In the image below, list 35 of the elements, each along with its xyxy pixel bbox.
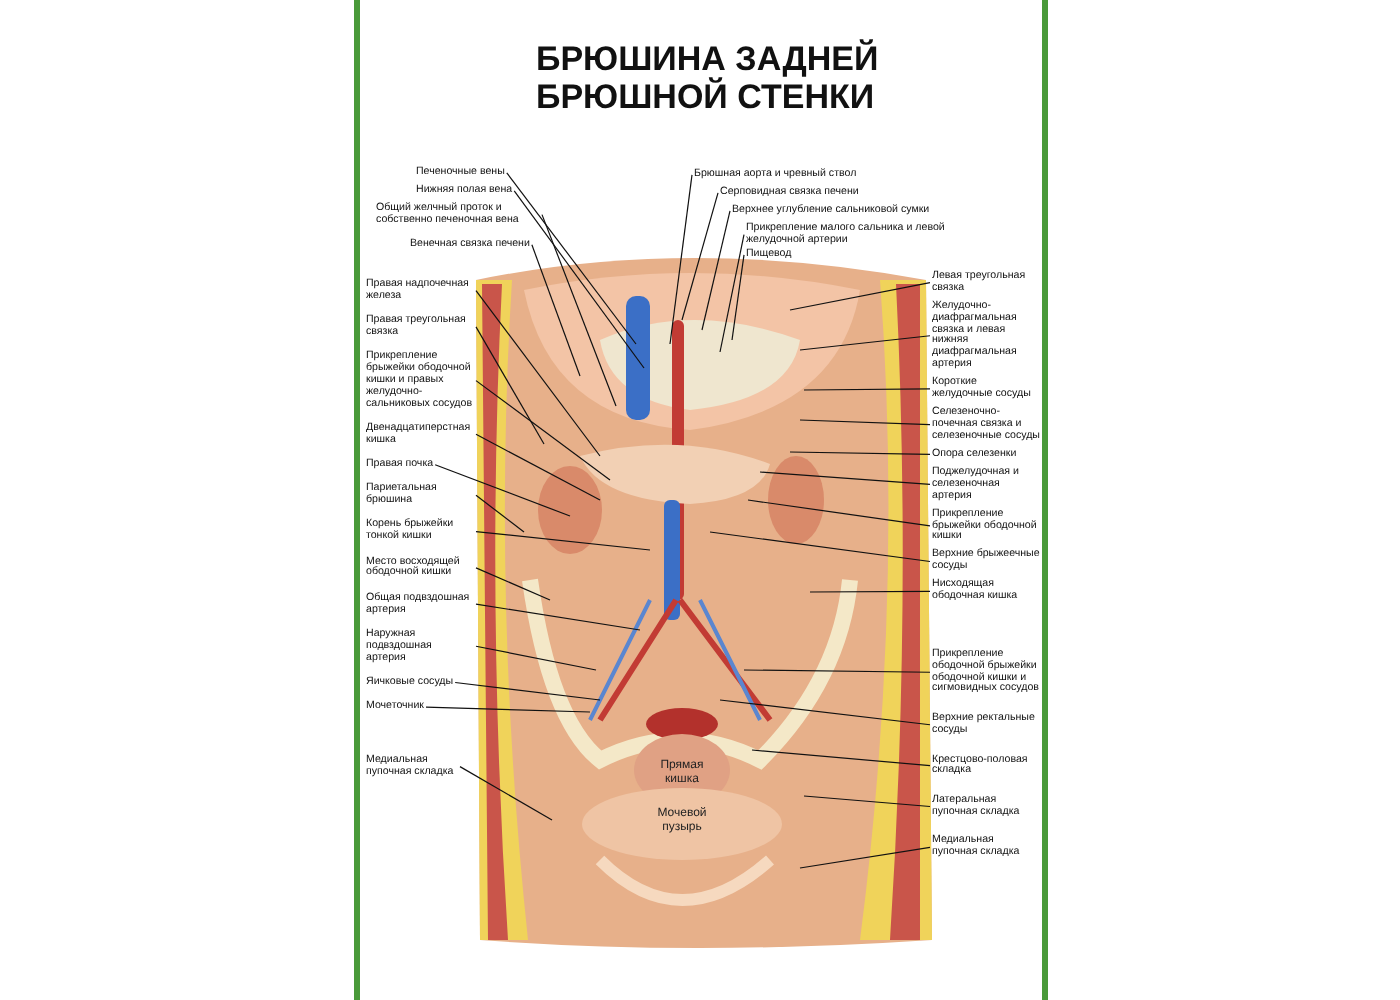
leader-line <box>475 645 597 671</box>
leader-line <box>731 254 745 341</box>
leader-line <box>475 290 601 457</box>
leader-line <box>709 531 931 563</box>
leader-line <box>803 795 931 808</box>
leader-line <box>425 706 591 713</box>
leader-line <box>434 464 571 517</box>
poster-title: БРЮШИНА ЗАДНЕЙ БРЮШНОЙ СТЕНКИ <box>536 40 881 116</box>
leader-line <box>475 530 651 551</box>
leader-line <box>475 433 601 501</box>
leader-line <box>803 388 931 391</box>
leader-line <box>799 846 931 869</box>
leader-line <box>475 380 611 481</box>
leader-line <box>799 419 931 426</box>
leader-line <box>719 699 931 726</box>
leader-line <box>743 669 931 673</box>
leader-line <box>531 244 581 377</box>
leader-line <box>475 494 525 533</box>
leader-line <box>506 172 637 345</box>
leader-line <box>789 451 931 456</box>
leader-line <box>719 234 745 353</box>
leader-line <box>747 499 931 527</box>
leader-line <box>541 214 617 407</box>
leader-line <box>681 192 719 321</box>
leader-line <box>513 190 645 369</box>
leader-line <box>809 590 931 593</box>
leader-line <box>799 335 931 351</box>
leader-line <box>751 749 931 767</box>
leader-line <box>701 210 731 331</box>
leader-line <box>475 326 545 445</box>
leader-line <box>759 471 931 485</box>
leader-line <box>454 681 601 701</box>
leader-line <box>475 567 551 601</box>
leader-line <box>669 174 693 345</box>
leader-line <box>475 603 641 631</box>
